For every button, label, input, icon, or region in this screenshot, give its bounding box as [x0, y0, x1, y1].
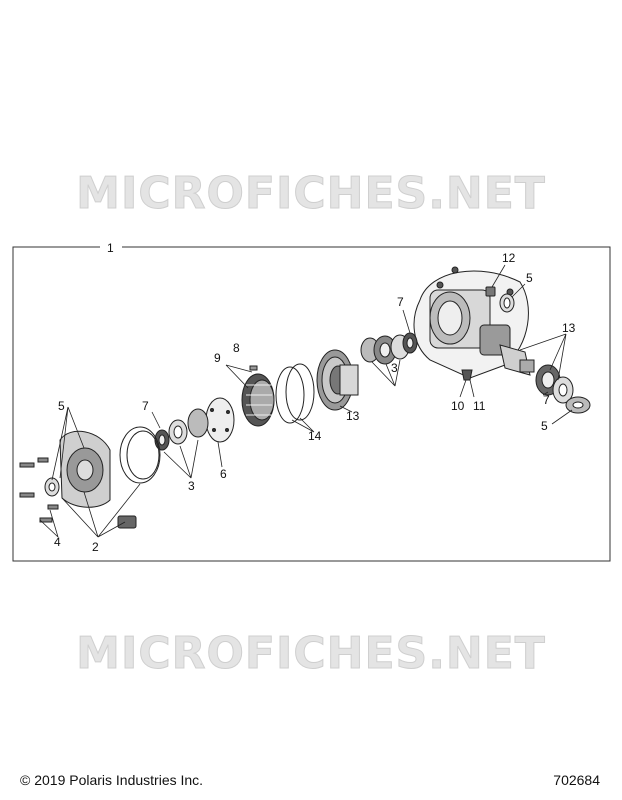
copyright-text: © 2019 Polaris Industries Inc. — [20, 772, 204, 788]
seal-5-top — [499, 293, 515, 313]
callout-13-mid: 13 — [346, 409, 360, 423]
callout-7-right: 7 — [543, 393, 550, 407]
end-cover — [59, 430, 111, 508]
callout-12-top: 12 — [502, 251, 516, 265]
callout-5-left: 5 — [58, 399, 65, 413]
callout-11: 11 — [473, 399, 486, 413]
shim-rings-14 — [275, 363, 315, 424]
callout-7-top: 7 — [397, 295, 404, 309]
watermark-top: MICROFICHES.NET — [76, 168, 546, 220]
callout-labels: 12 5 7 13 9 8 3 13 10 11 7 5 5 7 14 6 3 … — [54, 251, 576, 554]
callout-3-top: 3 — [391, 361, 398, 375]
callout-13-right: 13 — [562, 321, 576, 335]
plug-12 — [485, 286, 496, 297]
main-housing — [413, 266, 529, 379]
callout-7-left: 7 — [142, 399, 149, 413]
callout-9: 9 — [214, 351, 221, 365]
callout-3-left: 3 — [188, 479, 195, 493]
callout-5-top: 5 — [526, 271, 533, 285]
callout-6: 6 — [220, 467, 227, 481]
callout-5-right: 5 — [541, 419, 548, 433]
callout-assembly: 1 — [107, 241, 114, 255]
bearing-set-top — [360, 332, 418, 365]
callout-10: 10 — [451, 399, 465, 413]
seal-5-right — [552, 376, 591, 414]
roller-cage-9 — [241, 373, 275, 427]
assembly-frame — [12, 246, 611, 562]
seal-5-left — [44, 477, 60, 497]
clip — [117, 515, 137, 529]
callout-4: 4 — [54, 535, 61, 549]
pin-8 — [249, 365, 258, 371]
bearing-set-left — [154, 408, 209, 451]
plate-6 — [205, 397, 235, 443]
bolts-4 — [19, 457, 59, 523]
ring-gear — [316, 349, 359, 411]
callout-8: 8 — [233, 341, 240, 355]
watermark-bottom: MICROFICHES.NET — [76, 628, 546, 680]
callout-2: 2 — [92, 540, 99, 554]
drain-plug — [461, 369, 473, 381]
diagram-number: 702684 — [553, 772, 600, 788]
output-shaft — [499, 344, 535, 376]
gasket-rings-2 — [119, 426, 161, 484]
callout-14: 14 — [308, 429, 322, 443]
leader-lines — [39, 264, 573, 538]
